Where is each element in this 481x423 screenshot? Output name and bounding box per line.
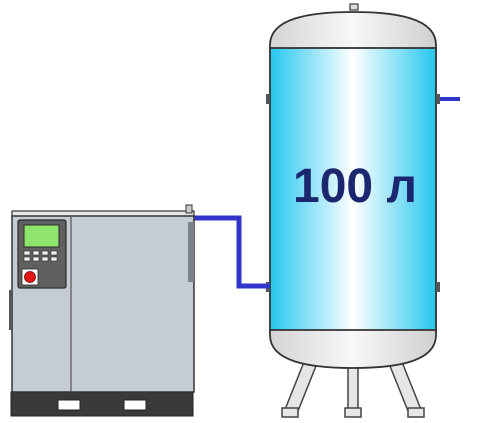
keypad-key — [50, 250, 58, 256]
controller-keypad — [23, 250, 58, 262]
keypad-key — [50, 256, 58, 262]
air-compressor-unit — [9, 204, 195, 417]
tank-legs — [281, 361, 425, 418]
compressor-top-fitting — [185, 204, 193, 214]
compressor-right-vent — [188, 222, 194, 282]
controller-display — [23, 224, 60, 248]
compressor-left-hinge — [9, 290, 13, 330]
tank-top-valve — [349, 3, 359, 11]
forklift-slot-left — [57, 399, 81, 411]
keypad-key — [23, 250, 31, 256]
forklift-slot-right — [123, 399, 147, 411]
keypad-key — [32, 250, 40, 256]
keypad-key — [41, 250, 49, 256]
tank-lug — [436, 94, 440, 104]
keypad-key — [41, 256, 49, 262]
tank-lug — [436, 282, 440, 292]
emergency-stop-button — [24, 271, 36, 283]
controller-panel — [17, 219, 67, 289]
tank-bottom-head — [269, 329, 437, 369]
tank-foot-center — [344, 407, 362, 418]
tank-foot-right — [407, 407, 425, 418]
tank-foot-left — [281, 407, 299, 418]
air-receiver-tank: 100 л — [266, 3, 460, 418]
tank-top-head — [269, 11, 437, 51]
tank-shell — [269, 47, 437, 333]
keypad-key — [32, 256, 40, 262]
compressor-to-tank-pipe — [192, 215, 270, 289]
tank-volume-label: 100 л — [293, 160, 417, 213]
compressor-base — [10, 391, 194, 417]
keypad-key — [23, 256, 31, 262]
tank-lug — [266, 94, 270, 104]
